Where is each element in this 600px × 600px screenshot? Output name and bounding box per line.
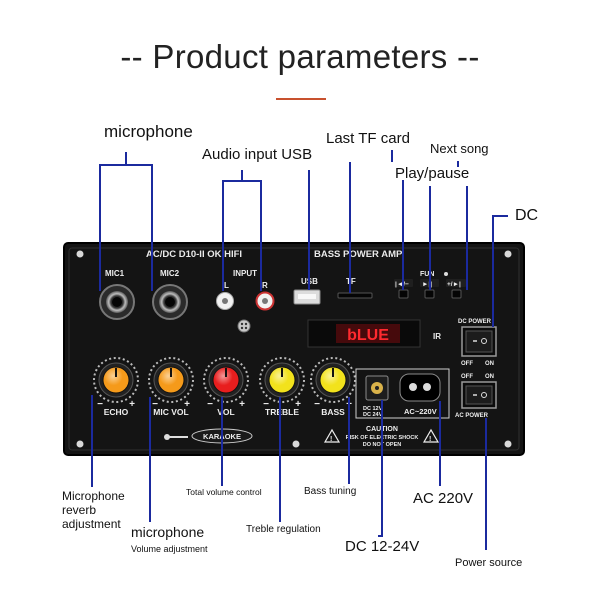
board-model-text: AC/DC D10-II OK HIFI bbox=[146, 249, 242, 260]
knob-plus-label: + bbox=[239, 399, 245, 410]
svg-text:!: ! bbox=[429, 436, 431, 443]
callout-total-volume: Total volume control bbox=[186, 487, 262, 497]
knob-row: −+ECHO−+MIC VOL−+VOL−+TREBLE−+BASS bbox=[93, 357, 356, 417]
callout-next-song: Next song bbox=[430, 141, 489, 156]
callout-dc-12-24v: DC 12-24V bbox=[345, 538, 420, 555]
input-l-label: L bbox=[224, 281, 229, 290]
knob-plus-label: + bbox=[129, 399, 135, 410]
screw-icon bbox=[76, 440, 84, 448]
ac-power-switch[interactable] bbox=[461, 381, 497, 409]
callout-play-pause: Play/pause bbox=[395, 165, 470, 182]
dc-on-label: ON bbox=[485, 361, 494, 367]
mic1-label: MIC1 bbox=[105, 269, 125, 278]
input-r-label: R bbox=[262, 281, 268, 290]
svg-text:!: ! bbox=[330, 436, 332, 443]
amplifier-board bbox=[63, 242, 525, 456]
dc-spec-line2: DC 24V bbox=[363, 412, 383, 418]
title-underline bbox=[276, 98, 326, 100]
callout-dc: DC bbox=[515, 207, 539, 224]
usb-port[interactable] bbox=[293, 289, 321, 305]
play-pause-button-label: ►|| bbox=[422, 281, 432, 288]
knob-plus-label: + bbox=[295, 399, 301, 410]
callout-last-tf-card: Last TF card bbox=[326, 130, 410, 147]
mic2-label: MIC2 bbox=[160, 269, 180, 278]
leader-lines bbox=[91, 150, 508, 550]
next-button[interactable]: +/►| bbox=[446, 279, 466, 299]
power-input-frame bbox=[355, 368, 450, 419]
screw-icon bbox=[504, 440, 512, 448]
mic2-jack[interactable] bbox=[152, 284, 188, 320]
knob-minus-label: − bbox=[263, 399, 269, 410]
led-display: bLUE bbox=[307, 319, 421, 348]
rca-left-jack[interactable] bbox=[216, 292, 234, 310]
fun-indicator bbox=[444, 272, 448, 276]
knob-bass[interactable]: −+BASS bbox=[310, 357, 356, 417]
callout-power-source: Power source bbox=[455, 557, 523, 569]
fun-label: FUN bbox=[420, 271, 434, 278]
dc-power-label: DC POWER bbox=[458, 319, 492, 325]
knob-label-vol: VOL bbox=[217, 407, 234, 417]
ac-off-label: OFF bbox=[461, 374, 473, 380]
knob-minus-label: − bbox=[152, 399, 158, 410]
knob-mic-vol[interactable]: − +MIC VOL bbox=[148, 357, 194, 417]
tf-card-slot[interactable] bbox=[337, 292, 373, 299]
callout-audio-input-usb: Audio input USB bbox=[202, 146, 313, 163]
dc-spec-line1: DC 12V bbox=[363, 406, 383, 412]
callout-mic-reverb-2: reverb bbox=[62, 503, 97, 517]
screw-icon bbox=[292, 440, 300, 448]
ac-spec-label: AC~220V bbox=[404, 407, 437, 416]
callout-treble-regulation: Treble regulation bbox=[246, 524, 321, 535]
mic1-jack[interactable] bbox=[99, 284, 135, 320]
knob-echo[interactable]: − +ECHO bbox=[93, 357, 139, 417]
knob-treble[interactable]: − +TREBLE bbox=[259, 357, 305, 417]
input-label: INPUT bbox=[233, 269, 257, 278]
board-amp-text: BASS POWER AMP bbox=[314, 249, 403, 260]
dc-power-switch[interactable] bbox=[461, 326, 497, 357]
dc-power-jack[interactable] bbox=[365, 375, 389, 401]
callout-microphone-top: microphone bbox=[104, 122, 193, 141]
knob-minus-label: − bbox=[97, 399, 103, 410]
page-title: -- Product parameters -- bbox=[120, 38, 480, 75]
callout-volume-adjustment: Volume adjustment bbox=[131, 544, 208, 554]
callout-mic-reverb-3: adjustment bbox=[62, 517, 121, 531]
callout-bass-tuning: Bass tuning bbox=[304, 486, 357, 497]
screw-icon bbox=[76, 250, 84, 258]
callout-microphone-bottom: microphone bbox=[131, 524, 205, 540]
callout-mic-reverb-1: Microphone bbox=[62, 489, 125, 503]
knob-plus-label: + bbox=[184, 399, 190, 410]
knob-label-echo: ECHO bbox=[104, 407, 129, 417]
display-text: bLUE bbox=[347, 327, 389, 344]
knob-minus-label: − bbox=[207, 399, 213, 410]
ac-on-label: ON bbox=[485, 374, 494, 380]
screw-icon bbox=[504, 250, 512, 258]
next-button-label: +/►| bbox=[447, 281, 461, 288]
knob-label-bass: BASS bbox=[321, 407, 345, 417]
ir-sensor-connector bbox=[237, 319, 251, 333]
knob-vol[interactable]: − + VOL bbox=[203, 357, 249, 417]
callout-ac-220v: AC 220V bbox=[413, 490, 474, 507]
rca-right-jack[interactable] bbox=[255, 291, 275, 311]
knob-minus-label: − bbox=[314, 399, 320, 410]
ir-label: IR bbox=[433, 332, 441, 341]
knob-label-mic-vol: MIC VOL bbox=[153, 407, 188, 417]
ac-power-label: AC POWER bbox=[455, 413, 489, 419]
knob-label-treble: TREBLE bbox=[265, 407, 299, 417]
dc-off-label: OFF bbox=[461, 361, 473, 367]
ac-power-socket[interactable] bbox=[399, 373, 441, 402]
